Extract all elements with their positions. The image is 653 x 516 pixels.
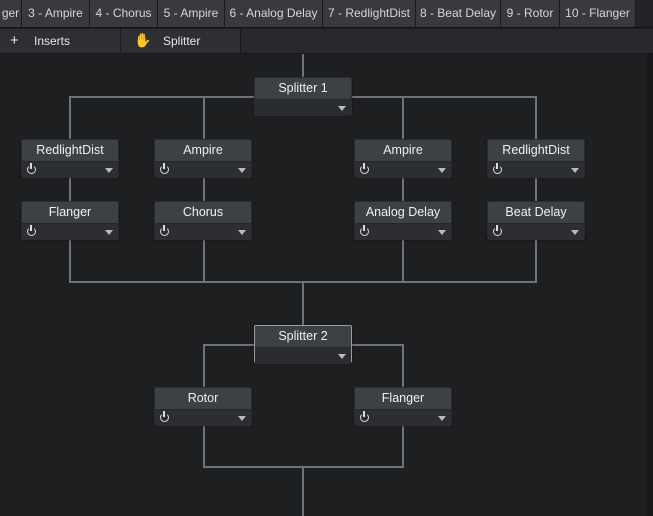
plugin-node-chorus[interactable]: Chorus bbox=[154, 201, 252, 240]
power-icon[interactable] bbox=[160, 411, 169, 422]
power-icon[interactable] bbox=[360, 225, 369, 236]
plugin-bar bbox=[155, 409, 251, 426]
plugin-title: RedlightDist bbox=[502, 143, 570, 157]
plugin-title: Beat Delay bbox=[505, 205, 567, 219]
chevron-down-icon[interactable] bbox=[338, 354, 346, 359]
plugin-node-redlightdist-1[interactable]: RedlightDist bbox=[21, 139, 119, 178]
chevron-down-icon[interactable] bbox=[238, 168, 246, 173]
chevron-down-icon[interactable] bbox=[571, 168, 579, 173]
plugin-title: Ampire bbox=[183, 143, 223, 157]
chevron-down-icon[interactable] bbox=[438, 230, 446, 235]
hand-icon: ✋ bbox=[134, 32, 152, 48]
plugin-node-analog-delay[interactable]: Analog Delay bbox=[354, 201, 452, 240]
inserts-button[interactable]: + Inserts bbox=[0, 29, 121, 53]
plugin-node-ampire-2[interactable]: Ampire bbox=[354, 139, 452, 178]
tab-4-chorus[interactable]: 4 - Chorus bbox=[90, 0, 158, 27]
plugin-node-flanger-1[interactable]: Flanger bbox=[21, 201, 119, 240]
tab-10-flanger[interactable]: 10 - Flanger bbox=[560, 0, 636, 27]
wire-merge2 bbox=[203, 425, 404, 468]
chevron-down-icon[interactable] bbox=[438, 416, 446, 421]
splitter-2-node[interactable]: Splitter 2 bbox=[254, 325, 352, 364]
splitter-label: Splitter bbox=[163, 34, 201, 48]
plugin-node-redlightdist-2[interactable]: RedlightDist bbox=[487, 139, 585, 178]
plugin-bar bbox=[355, 409, 451, 426]
chevron-down-icon[interactable] bbox=[238, 230, 246, 235]
plugin-title: Chorus bbox=[182, 205, 224, 219]
power-icon[interactable] bbox=[360, 163, 369, 174]
chevron-down-icon[interactable] bbox=[338, 106, 346, 111]
plugin-bar bbox=[488, 223, 584, 240]
chevron-down-icon[interactable] bbox=[238, 416, 246, 421]
plugin-node-ampire-1[interactable]: Ampire bbox=[154, 139, 252, 178]
splitter-2-title: Splitter 2 bbox=[278, 329, 328, 343]
plugin-title: Ampire bbox=[383, 143, 423, 157]
wire-merge-outer bbox=[69, 239, 537, 283]
tab-6-analog-delay[interactable]: 6 - Analog Delay bbox=[225, 0, 323, 27]
plugin-title: Flanger bbox=[48, 205, 92, 219]
tab-9-rotor[interactable]: 9 - Rotor bbox=[501, 0, 560, 27]
power-icon[interactable] bbox=[493, 163, 502, 174]
tab-bar-end bbox=[636, 0, 653, 27]
chevron-down-icon[interactable] bbox=[438, 168, 446, 173]
power-icon[interactable] bbox=[360, 411, 369, 422]
route-toolbar: + Inserts ✋ Splitter bbox=[0, 29, 653, 54]
power-icon[interactable] bbox=[27, 163, 36, 174]
chevron-down-icon[interactable] bbox=[105, 230, 113, 235]
plugin-bar bbox=[22, 161, 118, 178]
splitter-1-node[interactable]: Splitter 1 bbox=[254, 77, 352, 116]
plugin-node-beat-delay[interactable]: Beat Delay bbox=[487, 201, 585, 240]
tab-flanger-partial[interactable]: ger bbox=[0, 0, 22, 27]
splitter-2-bar bbox=[255, 347, 351, 364]
tab-8-beat-delay[interactable]: 8 - Beat Delay bbox=[416, 0, 501, 27]
splitter-button[interactable]: ✋ Splitter bbox=[121, 29, 241, 53]
splitter-1-bar bbox=[255, 99, 351, 116]
power-icon[interactable] bbox=[160, 163, 169, 174]
plugin-bar bbox=[355, 161, 451, 178]
chevron-down-icon[interactable] bbox=[571, 230, 579, 235]
plugin-bar bbox=[22, 223, 118, 240]
plugin-bar bbox=[155, 223, 251, 240]
vertical-scrollbar[interactable] bbox=[647, 54, 653, 516]
plugin-title: RedlightDist bbox=[36, 143, 104, 157]
plugin-bar bbox=[355, 223, 451, 240]
plus-icon: + bbox=[10, 32, 19, 49]
tab-5-ampire[interactable]: 5 - Ampire bbox=[158, 0, 225, 27]
plugin-bar bbox=[488, 161, 584, 178]
insert-tab-bar: ger 3 - Ampire 4 - Chorus 5 - Ampire 6 -… bbox=[0, 0, 653, 28]
power-icon[interactable] bbox=[160, 225, 169, 236]
plugin-node-flanger-2[interactable]: Flanger bbox=[354, 387, 452, 426]
tab-7-redlightdist[interactable]: 7 - RedlightDist bbox=[323, 0, 416, 27]
inserts-label: Inserts bbox=[34, 34, 71, 48]
power-icon[interactable] bbox=[27, 225, 36, 236]
splitter-1-title: Splitter 1 bbox=[278, 81, 328, 95]
plugin-node-rotor[interactable]: Rotor bbox=[154, 387, 252, 426]
plugin-title: Analog Delay bbox=[365, 205, 441, 219]
tab-3-ampire[interactable]: 3 - Ampire bbox=[22, 0, 90, 27]
chevron-down-icon[interactable] bbox=[105, 168, 113, 173]
plugin-title: Flanger bbox=[381, 391, 425, 405]
routing-canvas bbox=[0, 54, 653, 516]
plugin-title: Rotor bbox=[187, 391, 219, 405]
power-icon[interactable] bbox=[493, 225, 502, 236]
plugin-bar bbox=[155, 161, 251, 178]
